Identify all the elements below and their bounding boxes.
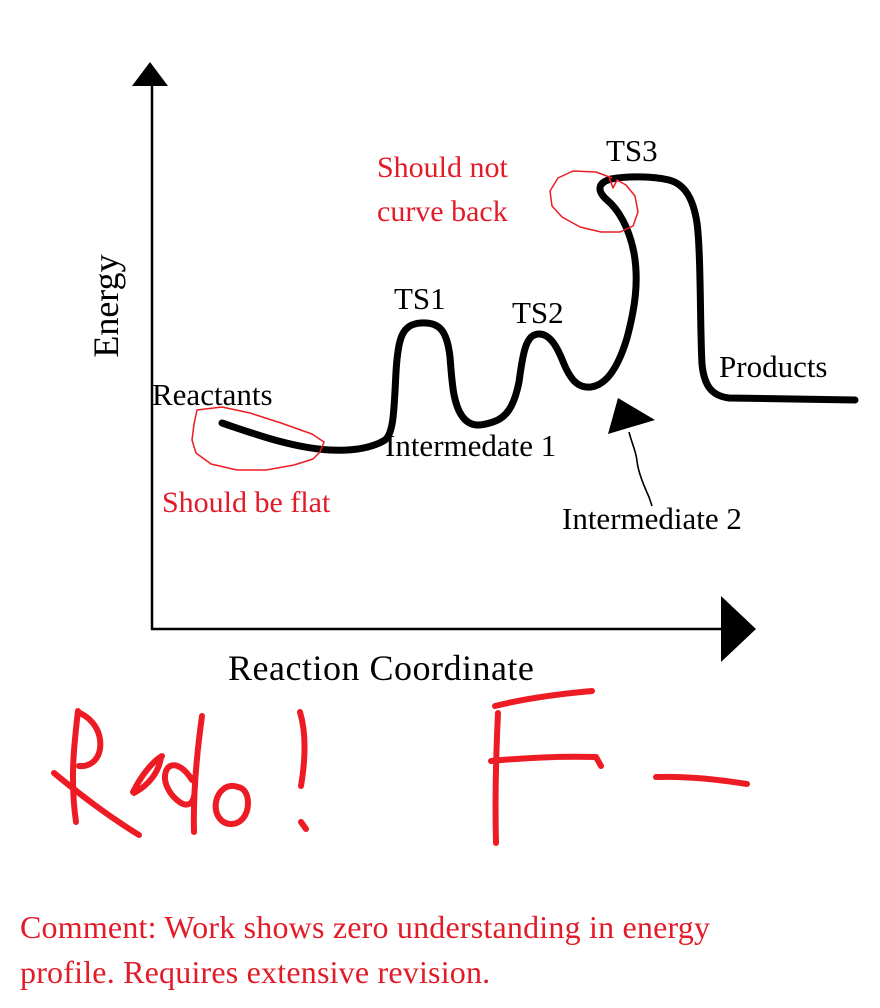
reactants-label: Reactants [152,377,273,412]
axes [132,62,756,662]
redo-stroke-d-bowl [162,762,197,808]
x-axis-label: Reaction Coordinate [228,648,535,688]
energy-profile-curve [218,173,859,454]
flat-note: Should be flat [162,486,331,519]
curve-back-note-line2: curve back [377,195,508,228]
ts2-label: TS2 [512,295,564,330]
redo-stroke-r-leg [51,770,142,838]
intermediate1-label: Intermedate 1 [385,428,557,463]
ts3-label: TS3 [606,133,658,168]
grader-comment-line2: profile. Requires extensive revision. [20,954,491,990]
handwritten-f-minus [488,688,750,846]
curve-back-note-line1: Should not [377,151,508,184]
intermediate2-label: Intermediate 2 [562,501,742,536]
y-axis-arrow-icon [132,62,168,86]
redo-stroke-e-back [131,754,164,796]
f-stroke-minus [653,773,750,787]
handwritten-redo [51,708,309,838]
intermediate2-pointer-arrow-icon [608,398,655,434]
redo-stroke-d-stem [190,713,205,835]
products-label: Products [719,349,828,384]
reactants-red-circle [191,406,325,471]
grader-comment-line1: Comment: Work shows zero understanding i… [20,909,711,945]
f-stroke-stem [492,710,501,846]
y-axis-label: Energy [86,254,126,358]
f-stroke-top [492,688,595,709]
f-stroke-middle [488,753,604,769]
ts3-red-circle [549,170,639,233]
redo-stroke-r-stem [69,708,81,825]
redo-stroke-r-head [76,710,104,770]
x-axis-arrow-icon [721,596,756,662]
intermediate2-pointer-line [628,431,653,507]
redo-stroke-exclaim-dot [298,819,309,832]
ts1-label: TS1 [394,281,446,316]
redo-stroke-exclaim-bar [297,709,308,789]
redo-stroke-o [212,783,251,827]
